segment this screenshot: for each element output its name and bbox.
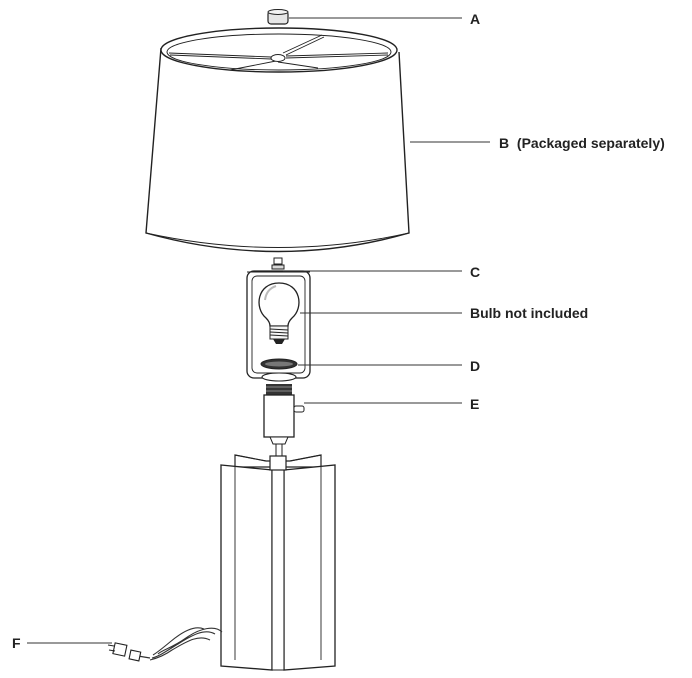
callout-e: E: [470, 396, 480, 412]
saddle-ring-part-d: [260, 358, 298, 382]
callout-bulb: Bulb not included: [470, 305, 589, 321]
callout-b-letter: B: [499, 135, 510, 151]
socket-part-e: [263, 384, 305, 457]
callout-b-note: (Packaged separately): [516, 135, 665, 151]
callout-c: C: [470, 264, 481, 280]
lamp-base: [220, 454, 336, 671]
finial-part-a: [267, 9, 289, 25]
callout-d: D: [470, 358, 481, 374]
power-cord-part-f: [107, 627, 223, 662]
callout-b: B (Packaged separately): [499, 135, 665, 151]
lamp-shade-part-b: [145, 27, 410, 253]
callout-a: A: [470, 11, 481, 27]
callout-f: F: [12, 635, 21, 651]
light-bulb: [258, 282, 300, 344]
